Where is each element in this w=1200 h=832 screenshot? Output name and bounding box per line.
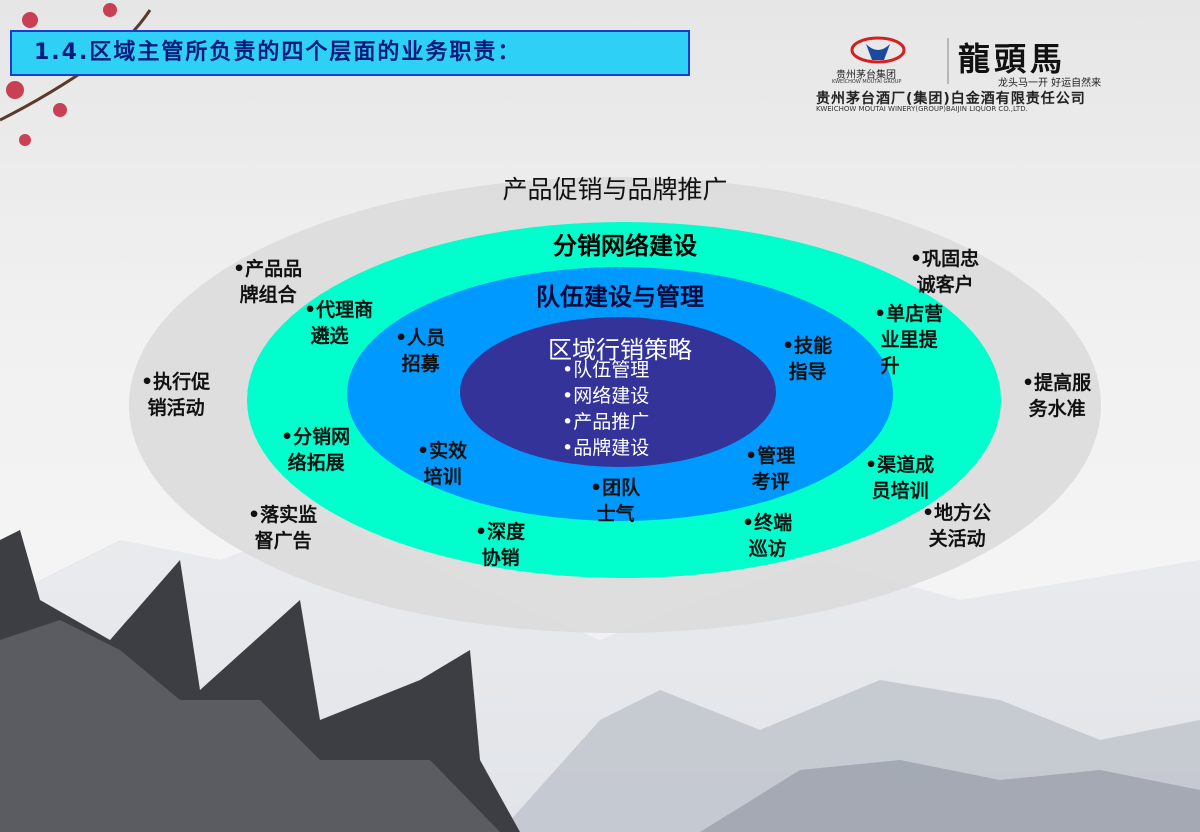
distribution-item: •深度 协销 xyxy=(475,521,526,569)
distribution-item: •分销网 络拓展 xyxy=(281,426,351,474)
company-name: 贵州茅台酒厂(集团)白金酒有限责任公司 xyxy=(816,91,1086,107)
core-items: •队伍管理 •网络建设 •产品推广 •品牌建设 xyxy=(562,357,649,461)
outer-item: •落实监 督广告 xyxy=(248,504,318,552)
outer-item: •提高服 务水准 xyxy=(1022,372,1092,420)
distribution-item: •渠道成 员培训 xyxy=(865,454,935,502)
team-item: •人员 招募 xyxy=(395,327,446,375)
core-item: •网络建设 xyxy=(562,385,650,407)
team-layer-title: 队伍建设与管理 xyxy=(536,283,704,311)
slide-title: 1.4.区域主管所负责的四个层面的业务职责： xyxy=(10,30,690,76)
team-item: •实效 培训 xyxy=(417,440,468,488)
brand-slogan: 龙头马一开 好运自然来 xyxy=(998,78,1102,89)
team-item: •团队 士气 xyxy=(590,477,641,525)
moutai-logo-icon xyxy=(850,36,949,84)
group-name-en: KWEICHOW MOUTAI GROUP xyxy=(832,79,902,85)
distribution-item: •代理商 遴选 xyxy=(304,299,374,347)
company-name-en: KWEICHOW MOUTAI WINERY(GROUP)BAIJIN LIQU… xyxy=(816,105,1028,113)
outer-item: •地方公 关活动 xyxy=(922,502,992,550)
distribution-layer-title: 分销网络建设 xyxy=(553,232,697,260)
distribution-item: •终端 巡访 xyxy=(742,512,793,560)
company-logo: 贵州茅台集团 KWEICHOW MOUTAI GROUP 龍頭馬 龙头马一开 好… xyxy=(816,34,1178,114)
group-name: 贵州茅台集团 xyxy=(836,70,896,81)
distribution-item: •单店营 业里提 升 xyxy=(874,303,944,377)
core-item: •产品推广 xyxy=(562,411,650,433)
outer-item: •产品品 牌组合 xyxy=(233,258,303,306)
core-item: •队伍管理 xyxy=(562,359,650,381)
brand-logo: 龍頭馬 xyxy=(958,40,1067,78)
layer-core xyxy=(460,317,776,467)
outer-item: •巩固忠 诚客户 xyxy=(910,248,980,296)
outer-item: •执行促 销活动 xyxy=(141,371,211,419)
core-layer-title: 区域行销策略 xyxy=(548,336,692,364)
team-item: •技能 指导 xyxy=(782,335,833,383)
outer-layer-title: 产品促销与品牌推广 xyxy=(502,175,728,204)
core-item: •品牌建设 xyxy=(562,437,650,459)
team-item: •管理 考评 xyxy=(745,445,796,493)
